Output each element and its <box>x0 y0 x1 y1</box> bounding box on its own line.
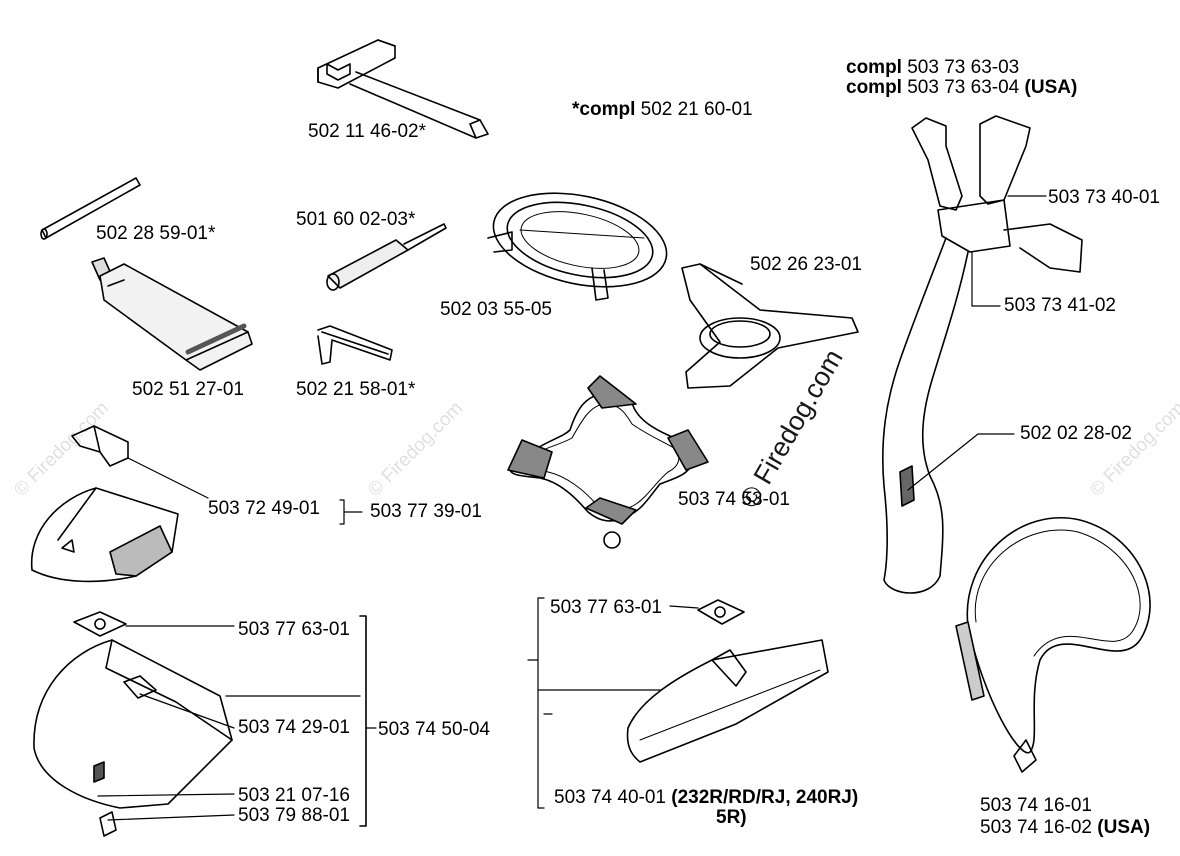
part-label: 503 73 41-02 <box>1004 295 1116 316</box>
part-label: 503 73 40-01 <box>1048 187 1160 208</box>
part-label: 502 21 58-01* <box>296 379 416 400</box>
part-label: 503 74 16-01 <box>980 795 1092 816</box>
guard-models-continued: 5R) <box>716 807 747 828</box>
part-label-strap-usa: 503 74 16-02 (USA) <box>980 817 1151 838</box>
hex-key-part <box>317 325 393 365</box>
screwdriver-part <box>326 223 447 291</box>
kit-label-trimmer-head: *compl 502 21 60-01 <box>572 99 753 120</box>
part-label: 502 02 28-02 <box>1020 423 1132 444</box>
part-label: 503 72 49-01 <box>208 498 320 519</box>
part-label: 503 74 53-01 <box>678 489 790 510</box>
grass-guard-assembly-1 <box>30 425 209 583</box>
part-label: 503 21 07-16 <box>238 785 350 806</box>
shoulder-strap-part <box>955 517 1151 773</box>
part-label: 503 77 39-01 <box>370 501 482 522</box>
trimmer-head-part <box>487 192 668 301</box>
blade-part <box>507 375 709 549</box>
kit-label-harness-2: compl 503 73 63-04 (USA) <box>846 77 1078 98</box>
part-label: 502 11 46-02* <box>308 121 426 142</box>
part-label: 503 77 63-01 <box>550 597 662 618</box>
part-label: 503 74 29-01 <box>238 717 350 738</box>
part-label: 502 26 23-01 <box>750 254 862 275</box>
part-label-guard: 503 74 40-01 (232R/RD/RJ, 240RJ) <box>554 787 859 808</box>
spark-plug-wrench-part <box>317 39 489 139</box>
harness-part <box>882 115 1083 594</box>
bracket-line-1 <box>339 499 363 525</box>
part-label: 503 79 88-01 <box>238 805 350 826</box>
part-label: 502 03 55-05 <box>440 299 552 320</box>
kit-label-harness-1: compl 503 73 63-03 <box>846 57 1020 78</box>
part-label: 503 77 63-01 <box>238 619 350 640</box>
grass-guard-assembly-2 <box>33 611 377 837</box>
locking-pin-part <box>40 177 141 240</box>
support-cup-part <box>681 263 859 389</box>
part-label: 501 60 02-03* <box>296 209 416 230</box>
part-label: 503 74 50-04 <box>378 719 490 740</box>
grass-guard-assembly-3 <box>527 597 829 809</box>
part-label: 502 28 59-01* <box>96 223 216 244</box>
part-label: 502 51 27-01 <box>132 379 244 400</box>
grease-tube-part <box>91 257 253 371</box>
